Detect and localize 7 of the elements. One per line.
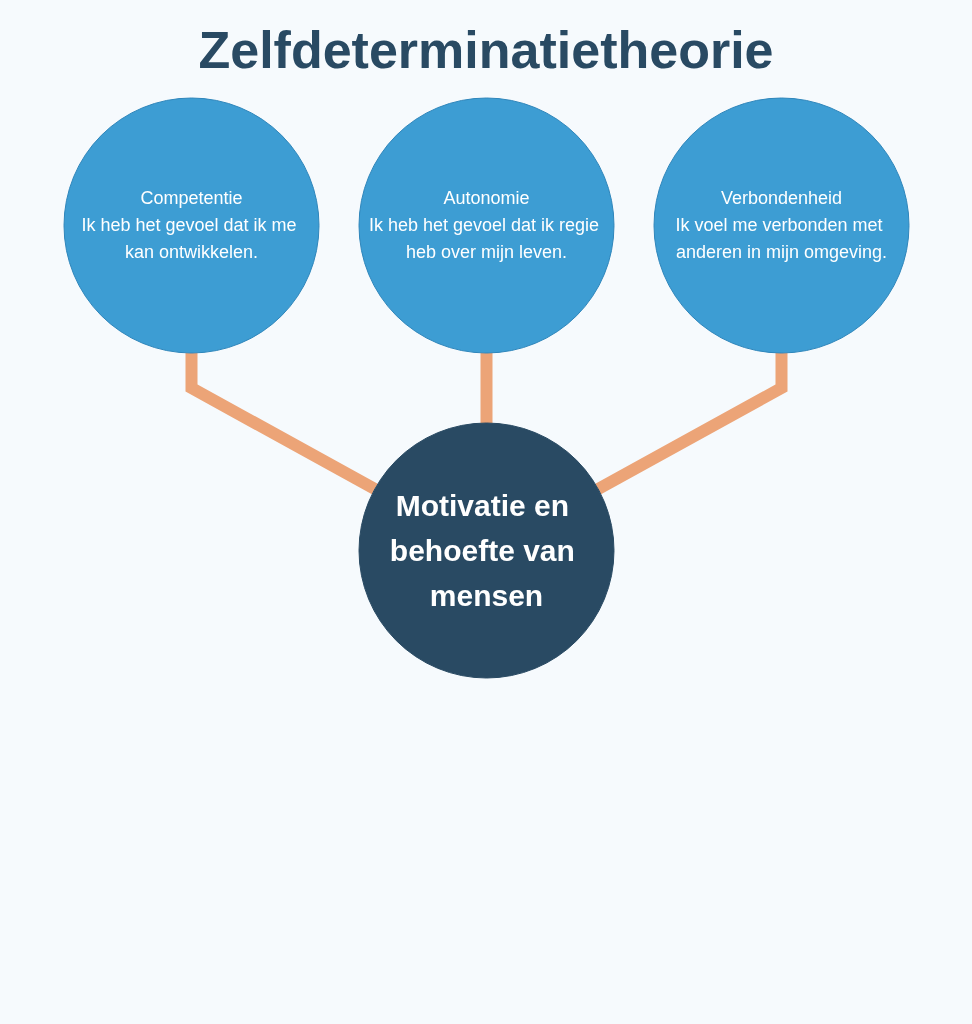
node-circle: Motivatie en behoefte van mensen [358, 422, 614, 679]
connector [594, 353, 787, 495]
title: Zelfdeterminatietheorie [197, 20, 775, 80]
connector [480, 353, 492, 423]
node-circle: Verbondenheid Ik voel me verbonden met anderen in mijn omgeving. [653, 97, 909, 354]
node-circle: Competentie Ik heb het gevoel dat ik me kan ontwikkelen. [63, 97, 319, 354]
node-circle: Autonomie Ik heb het gevoel dat ik regie heb over mijn leven. [358, 97, 614, 354]
